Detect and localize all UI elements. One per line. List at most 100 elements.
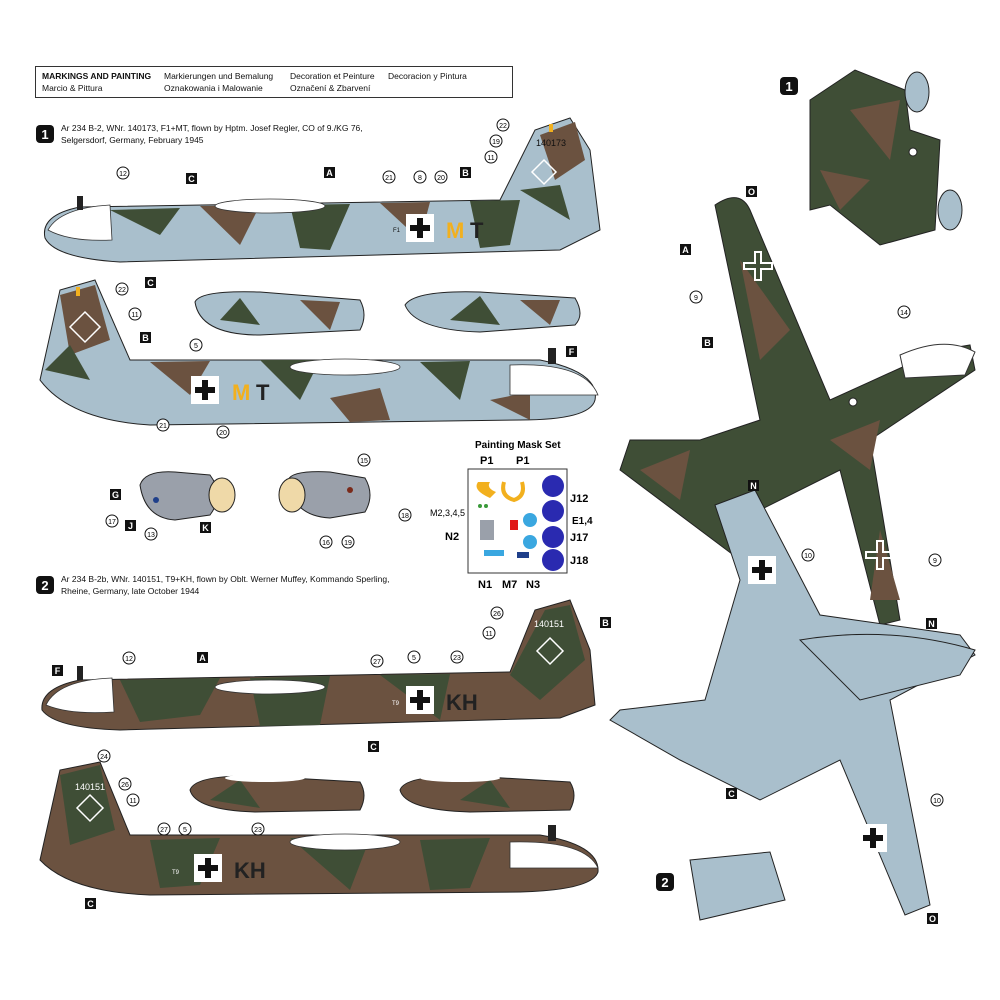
svg-text:11: 11 [487, 155, 494, 162]
svg-text:140151: 140151 [534, 619, 564, 629]
svg-text:J18: J18 [570, 555, 588, 567]
callout-letter-b: B [702, 337, 713, 348]
svg-text:KH: KH [234, 858, 266, 883]
callout-letter-c: C [368, 741, 379, 752]
svg-text:23: 23 [254, 827, 262, 834]
svg-text:19: 19 [492, 139, 500, 146]
svg-text:Painting Mask Set: Painting Mask Set [475, 440, 561, 451]
callout-number-8: 8 [413, 170, 427, 184]
svg-text:1: 1 [41, 127, 48, 142]
svg-text:J12: J12 [570, 493, 588, 505]
svg-text:B: B [704, 338, 711, 348]
right-badges: 1 2 [656, 77, 798, 891]
callout-letter-f: F [566, 346, 577, 357]
scheme-2-port-side-view: KH T9 140151 [41, 599, 596, 731]
header-pl: Oznakowania i Malowanie [164, 83, 263, 93]
svg-text:G: G [112, 490, 119, 500]
callout-letter-a: A [197, 652, 208, 663]
callout-number-12: 12 [116, 166, 130, 180]
svg-text:14: 14 [900, 310, 908, 317]
scheme-2-caption-line1: Ar 234 B-2b, WNr. 140151, T9+KH, flown b… [61, 574, 390, 584]
svg-text:5: 5 [183, 827, 187, 834]
svg-text:T: T [256, 380, 270, 405]
callout-letter-o: O [746, 186, 757, 197]
callout-letter-b: B [600, 617, 611, 628]
callout-letter-a: A [324, 167, 335, 178]
scheme-2-nacelles [189, 774, 575, 813]
svg-text:C: C [728, 789, 735, 799]
callout-number-11: 11 [484, 150, 498, 164]
svg-text:11: 11 [131, 312, 138, 319]
callout-number-11: 11 [482, 626, 496, 640]
svg-text:O: O [748, 187, 755, 197]
svg-text:K: K [202, 523, 209, 533]
scheme-2-caption-line2: Rheine, Germany, late October 1944 [61, 586, 200, 596]
callout-number-5: 5 [178, 822, 192, 836]
svg-text:T9: T9 [392, 701, 400, 707]
callout-number-12: 12 [122, 651, 136, 665]
svg-text:17: 17 [108, 519, 116, 526]
svg-text:140151: 140151 [75, 782, 105, 792]
painting-mask-set: Painting Mask Set P1 P1 M2,3,4,5 N2 N1 M… [430, 440, 593, 591]
svg-text:22: 22 [499, 123, 507, 130]
stencil-number-callouts: 12 21 8 20 22 19 11 22 11 5 21 20 17 13 … [97, 118, 944, 836]
callout-number-11: 11 [126, 793, 140, 807]
svg-text:B: B [462, 168, 469, 178]
svg-text:C: C [370, 742, 377, 752]
color-callouts: A B C C F B G J K N N O O A B C F C C A … [52, 167, 938, 924]
callout-number-24: 23 [450, 650, 464, 664]
svg-text:M7: M7 [502, 579, 517, 591]
callout-letter-n: N [748, 480, 759, 491]
scheme-1-badge: 1 [36, 125, 54, 143]
callout-number-27: 27 [157, 822, 171, 836]
callout-letter-b: B [460, 167, 471, 178]
callout-letter-c: C [726, 788, 737, 799]
scheme-2-bottom-view [609, 489, 976, 921]
callout-number-21: 20 [434, 170, 448, 184]
svg-text:P1: P1 [480, 455, 493, 467]
svg-text:N: N [750, 481, 757, 491]
svg-text:B: B [142, 333, 149, 343]
callout-letter-c: C [145, 277, 156, 288]
callout-letter-f: F [52, 665, 63, 676]
svg-text:KH: KH [446, 690, 478, 715]
callout-number-11: 11 [128, 307, 142, 321]
svg-text:C: C [147, 278, 154, 288]
callout-number-21: 20 [216, 425, 230, 439]
header-es: Decoracion y Pintura [388, 71, 467, 81]
svg-text:9: 9 [694, 295, 698, 302]
scheme-1-caption-line1: Ar 234 B-2, WNr. 140173, F1+MT, flown by… [61, 123, 363, 133]
svg-text:12: 12 [119, 171, 127, 178]
callout-number-16: 17 [105, 514, 119, 528]
svg-text:11: 11 [129, 798, 136, 805]
svg-text:12: 12 [125, 656, 133, 663]
svg-text:N2: N2 [445, 531, 459, 543]
svg-text:13: 13 [147, 532, 155, 539]
svg-text:N3: N3 [526, 579, 540, 591]
callout-number-14: 13 [144, 527, 158, 541]
callout-number-22: 22 [115, 282, 129, 296]
svg-text:10: 10 [804, 553, 812, 560]
scheme-2-starboard-side-view: KH T9 140151 [39, 761, 599, 896]
callout-letter-o: O [927, 913, 938, 924]
svg-text:24: 24 [100, 754, 108, 761]
scheme-1-starboard-side-view: M T [39, 279, 599, 426]
callout-number-25: 24 [97, 749, 111, 763]
svg-text:M: M [446, 218, 464, 243]
svg-text:1: 1 [785, 79, 792, 94]
svg-text:F1: F1 [393, 228, 401, 234]
svg-text:15: 15 [360, 458, 368, 465]
svg-text:M: M [232, 380, 250, 405]
callout-number-13: 14 [897, 305, 911, 319]
svg-text:10: 10 [933, 798, 941, 805]
callout-letter-k: K [200, 522, 211, 533]
svg-text:C: C [188, 174, 195, 184]
callout-letter-g: G [110, 489, 121, 500]
header-title: MARKINGS AND PAINTING [42, 71, 152, 81]
svg-text:2: 2 [41, 578, 48, 593]
svg-text:5: 5 [412, 655, 416, 662]
markings-header: MARKINGS AND PAINTING Marcio & Pittura M… [35, 66, 513, 98]
svg-text:18: 18 [401, 513, 409, 520]
svg-text:21: 21 [159, 423, 167, 430]
callout-number-9: 9 [689, 290, 703, 304]
